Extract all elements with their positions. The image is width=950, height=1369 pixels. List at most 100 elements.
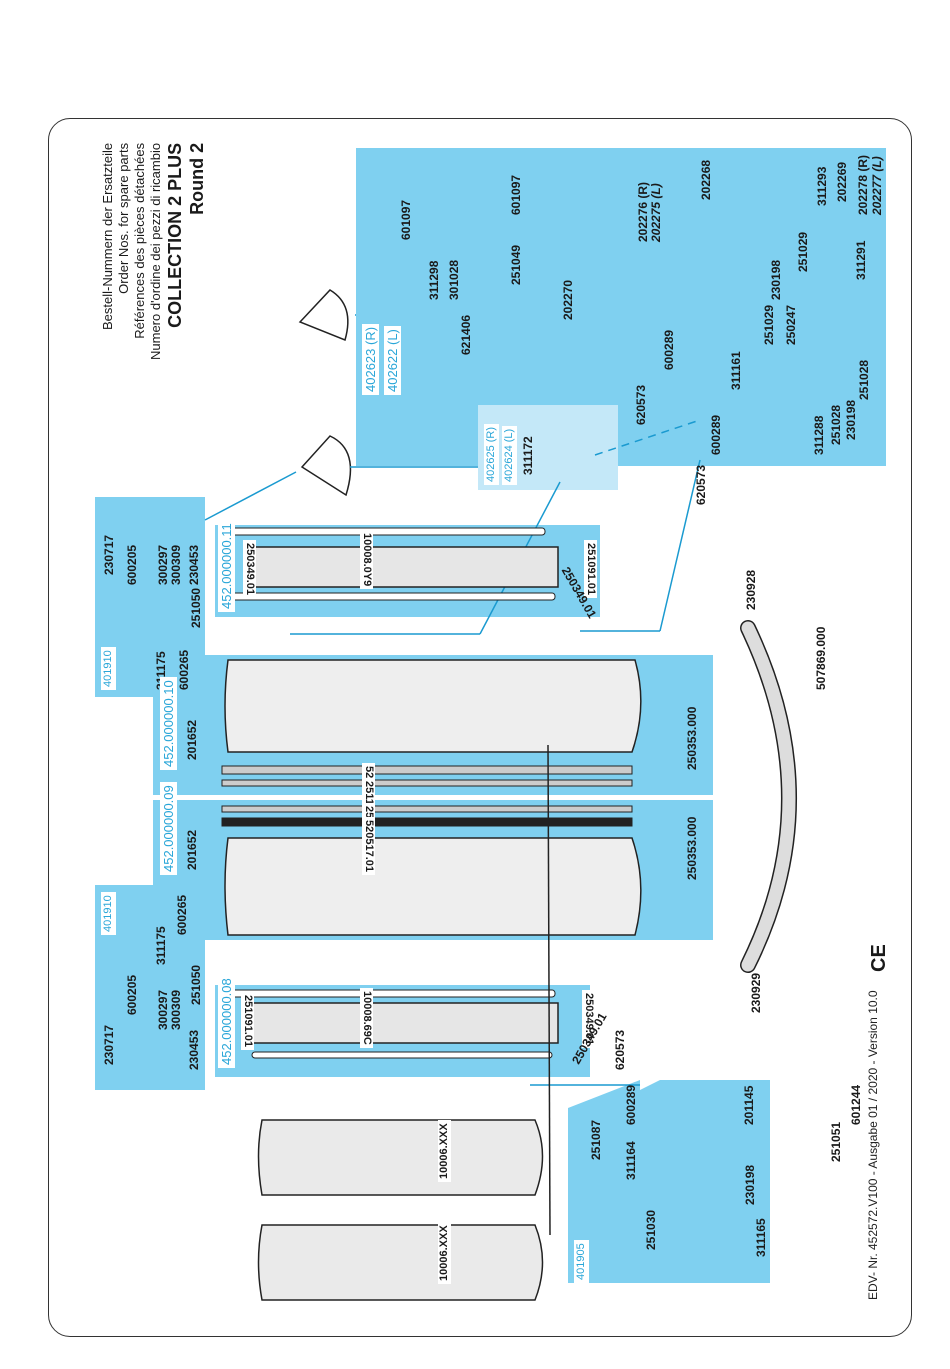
title-line-en: Order Nos. for spare parts (116, 142, 131, 294)
part-230198b: 230198 (844, 399, 858, 440)
part-600265-b: 600265 (175, 894, 189, 935)
part-230453-b: 230453 (187, 1029, 201, 1070)
kit-label-452-09: 452.000000.09 (160, 782, 177, 875)
part-230453: 230453 (187, 544, 201, 585)
part-251051: 251051 (829, 1121, 843, 1162)
part-311172: 311172 (521, 436, 535, 475)
glass-panel-b (257, 1224, 544, 1301)
end-cap-top-code: 230928 (744, 569, 758, 610)
part-600289b: 600289 (709, 414, 723, 455)
part-230198-w: 230198 (743, 1164, 757, 1205)
part-601097b: 601097 (509, 174, 523, 215)
bottom-seal-right: 250353.000 (685, 706, 699, 770)
kit-label-402624: 402624 (L) (502, 425, 517, 485)
part-251030: 251030 (644, 1209, 658, 1250)
part-251050-b: 251050 (189, 964, 203, 1005)
part-311175-b: 311175 (154, 926, 168, 965)
part-300309: 300309 (169, 544, 183, 585)
part-251029b: 251029 (762, 304, 776, 345)
seal-b-left (221, 817, 633, 827)
part-251028b: 251028 (829, 404, 843, 445)
part-230717: 230717 (102, 534, 116, 575)
footer-edv: EDV- Nr. 452572.V100 - Ausgabe 01 / 2020… (866, 990, 880, 1300)
kit-label-402623: 402623 (R) (362, 323, 379, 395)
part-251087: 251087 (589, 1119, 603, 1160)
part-620573: 620573 (634, 384, 648, 425)
part-620573b: 620573 (694, 464, 708, 505)
part-251049: 251049 (509, 244, 523, 285)
seal-top-fixed-top (224, 527, 546, 536)
part-250247: 250247 (784, 304, 798, 345)
part-600205: 600205 (125, 544, 139, 585)
leader-line (547, 744, 551, 1236)
part-202277: 202277 (L) (870, 156, 884, 215)
title-line-fr: Références des pièces détachées (132, 142, 147, 339)
part-201145: 201145 (742, 1085, 756, 1125)
part-600289-w: 600289 (624, 1084, 638, 1125)
seal-code-top: 250349.01 (243, 540, 256, 598)
glass-panel-b-code: 10006.XXX (438, 1222, 451, 1284)
part-300297: 300297 (156, 544, 170, 585)
part-311298: 311298 (427, 260, 441, 300)
ce-mark-icon: CE (868, 944, 890, 972)
product-variant: Round 2 (187, 142, 207, 215)
part-202268: 202268 (699, 159, 713, 200)
kit-label-401910-top: 401910 (101, 647, 116, 690)
seal-a-right (221, 765, 633, 775)
part-620573-w: 620573 (613, 1029, 627, 1070)
tray-icon-top (298, 289, 349, 342)
part-621406: 621406 (459, 314, 473, 355)
title-block: Bestell-Nummern der Ersatzteile Order No… (100, 143, 208, 360)
part-601097: 601097 (399, 199, 413, 240)
part-300297-b: 300297 (156, 989, 170, 1030)
part-202275: 202275 (L) (649, 183, 663, 242)
title-line-de: Bestell-Nummern der Ersatzteile (100, 142, 115, 331)
part-251028: 251028 (857, 359, 871, 400)
part-311291: 311291 (854, 240, 868, 280)
hinge-kit-panel (356, 148, 886, 466)
part-230717-b: 230717 (102, 1024, 116, 1065)
glass-panel-a-code: 10006.XXX (438, 1120, 451, 1182)
product-name: COLLECTION 2 PLUS (165, 142, 185, 328)
kit-label-402625: 402625 (R) (484, 423, 499, 485)
glass-fixed-top (247, 546, 559, 588)
kit-label-452-11: 452.000000.11 (218, 520, 235, 612)
part-201652-right: 201652 (185, 719, 199, 760)
seal-b-right (221, 779, 633, 787)
part-230198: 230198 (769, 259, 783, 300)
seal-top-fixed-bottom (224, 989, 556, 998)
part-600205-b: 600205 (125, 974, 139, 1015)
kit-label-452-08: 452.000000.08 (218, 975, 235, 1068)
glass-code-bottom: 10008.69C (360, 988, 373, 1048)
kit-label-401910-bottom: 401910 (101, 892, 116, 935)
kit-label-402622: 402622 (L) (384, 326, 401, 395)
drawing-frame (48, 118, 912, 1337)
door-left-glass (224, 837, 642, 936)
part-600289: 600289 (662, 329, 676, 370)
part-311288: 311288 (812, 415, 826, 455)
seal-a-left (221, 805, 633, 813)
part-301028: 301028 (447, 259, 461, 300)
kit-label-452-10: 452.000000.10 (160, 677, 177, 770)
kit-label-401905: 401905 (574, 1240, 589, 1283)
part-202276: 202276 (R) (636, 181, 650, 242)
seal-code-bottom: 251091.01 (584, 540, 597, 598)
tray-icon-mid (300, 435, 352, 497)
wall-kit-panel (568, 1080, 770, 1283)
glass-panel-a (257, 1119, 544, 1196)
part-311293: 311293 (815, 166, 829, 206)
part-300309-b: 300309 (169, 989, 183, 1030)
end-cap-bottom-code: 230929 (749, 972, 763, 1013)
bottom-seal-left: 250353.000 (685, 816, 699, 880)
part-311165: 311165 (754, 1218, 768, 1257)
seal-code-top-b: 251091.01 (241, 992, 254, 1050)
part-601244: 601244 (849, 1084, 863, 1125)
glass-fixed-bottom (247, 1002, 559, 1044)
door-right-glass (224, 659, 642, 753)
part-311161: 311161 (729, 351, 743, 390)
hinge-kit-mid-panel (478, 405, 618, 490)
glass-code-top: 10008.0Y9 (360, 530, 373, 590)
part-202270: 202270 (561, 279, 575, 320)
part-201652-left: 201652 (185, 829, 199, 870)
